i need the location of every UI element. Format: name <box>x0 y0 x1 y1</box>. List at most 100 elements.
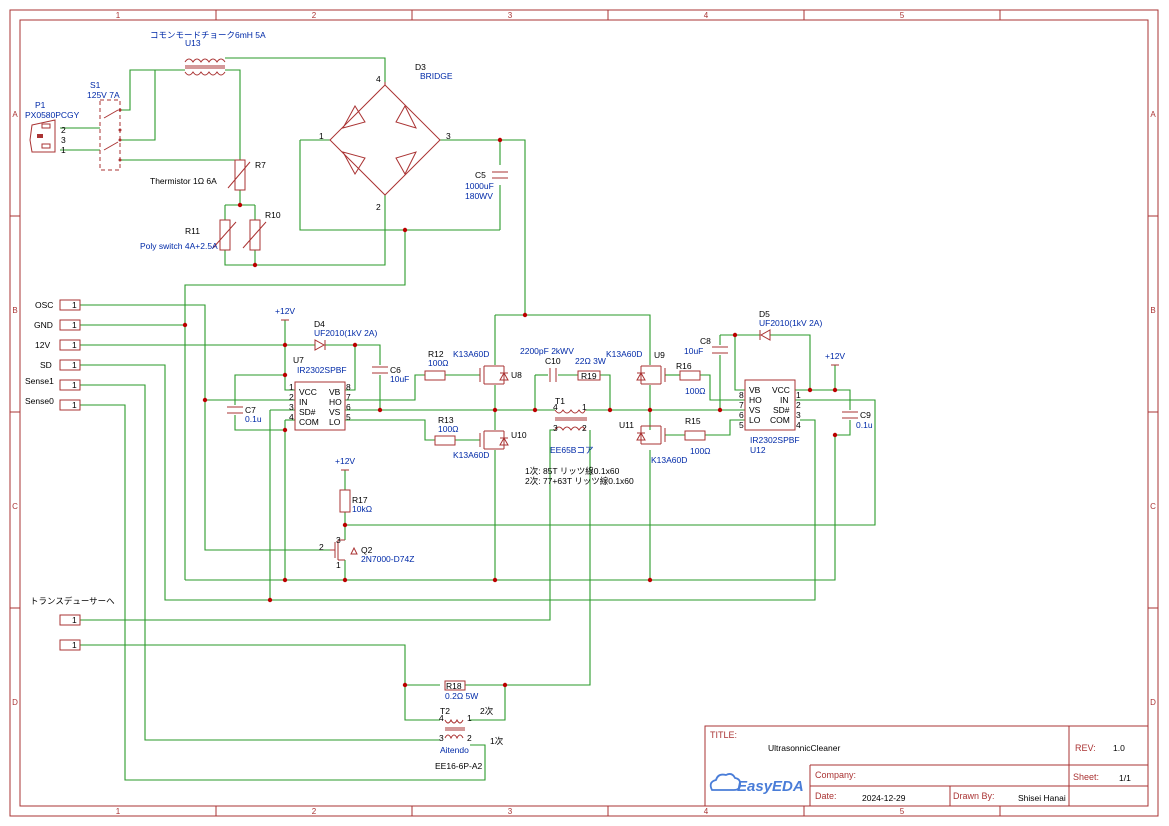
common-mode-choke-u13[interactable]: U13 コモンモードチョーク6mH 5A <box>150 30 266 76</box>
sheet-label: Sheet: <box>1073 772 1099 782</box>
connector-pin: 1 <box>72 640 77 650</box>
r15-value: 100Ω <box>690 446 711 456</box>
capacitor-c7[interactable]: C7 0.1u <box>227 405 262 424</box>
u12-pin-num: 4 <box>796 420 801 430</box>
u7-ref: U7 <box>293 355 304 365</box>
frame-col-label: 3 <box>508 11 513 20</box>
title-block: TITLE: UltrasonnicCleaner REV: 1.0 Compa… <box>704 725 1149 807</box>
power-symbols: +12V +12V +12V <box>275 306 845 471</box>
mosfet-u10[interactable]: U10 K13A60D <box>453 430 527 460</box>
polyswitch-r11[interactable]: R11 Poly switch 4A+2.5A <box>140 219 237 251</box>
capacitor-c6[interactable]: C6 10uF <box>372 365 409 384</box>
t1-value: EE65Bコア <box>550 445 593 455</box>
frame-row-label: C <box>1150 502 1156 511</box>
t2-pin: 2 <box>467 733 472 743</box>
transistor-q2[interactable]: Q2 2N7000-D74Z 2 3 1 <box>319 535 414 570</box>
u12-pin-num: 6 <box>739 410 744 420</box>
sheet-value: 1/1 <box>1119 773 1131 783</box>
resistor-r18[interactable]: R18 0.2Ω 5W <box>444 680 478 701</box>
frame-row-label: D <box>1150 698 1156 707</box>
r16-ref: R16 <box>676 361 692 371</box>
mosfet-u9[interactable]: U9 K13A60D <box>606 349 666 385</box>
capacitor-c10[interactable]: C10 2200pF 2kWV <box>520 346 574 382</box>
t2-value: Aitendo <box>440 745 469 755</box>
frame-col-label: 1 <box>116 11 121 20</box>
connector-label: 12V <box>35 340 50 350</box>
polyswitch-r10[interactable]: R10 <box>242 210 281 251</box>
frame-row-label: D <box>12 698 18 707</box>
diode-d4[interactable]: D4 UF2010(1kV 2A) <box>314 319 377 351</box>
transformer-t2[interactable]: T2 Aitendo EE16-6P-A2 4 1 3 2 2次 1次 <box>435 706 504 771</box>
capacitor-c9[interactable]: C9 0.1u <box>842 410 873 430</box>
u7-pin-name: HO <box>329 397 342 407</box>
gate-driver-u12[interactable]: IR2302SPBF U12 VB HO VS LO VCC IN SD# CO… <box>739 379 801 455</box>
easyeda-logo: EasyEDA <box>709 773 804 795</box>
frame-row-label: C <box>12 502 18 511</box>
connectors[interactable]: OSC GND 12V SD Sense1 Sense0 1 1 1 1 1 1… <box>25 299 115 651</box>
date-label: Date: <box>815 791 837 801</box>
connector-pin: 1 <box>72 380 77 390</box>
p1-pin: 1 <box>61 145 66 155</box>
c10-ref: C10 <box>545 356 561 366</box>
r13-value: 100Ω <box>438 424 459 434</box>
frame-col-label: 4 <box>704 807 709 816</box>
c7-value: 0.1u <box>245 414 262 424</box>
thermistor-r7[interactable]: R7 Thermistor 1Ω 6A <box>150 159 266 191</box>
q2-pin: 1 <box>336 560 341 570</box>
c5-voltage: 180WV <box>465 191 493 201</box>
resistor-r12[interactable]: R12 100Ω <box>424 349 449 381</box>
c9-ref: C9 <box>860 410 871 420</box>
c5-value: 1000uF <box>465 181 494 191</box>
switch-s1[interactable]: S1 125V 7A <box>87 80 122 171</box>
u12-pin-num: 2 <box>796 400 801 410</box>
r17-value: 10kΩ <box>352 504 372 514</box>
gate-driver-u7[interactable]: U7 IR2302SPBF VCC IN SD# COM VB HO VS LO… <box>289 355 351 431</box>
mosfet-u11[interactable]: U11 K13A60D <box>619 420 687 465</box>
u12-pin-name: LO <box>749 415 761 425</box>
p1-ref: P1 <box>35 100 46 110</box>
resistor-r13[interactable]: R13 100Ω <box>434 415 459 446</box>
frame-col-label: 5 <box>900 11 905 20</box>
frame-row-label: B <box>1150 306 1155 315</box>
s1-ref: S1 <box>90 80 101 90</box>
capacitor-c5[interactable]: C5 1000uF 180WV <box>465 170 508 201</box>
frame-row-label: A <box>1150 110 1156 119</box>
connector-pin: 1 <box>72 300 77 310</box>
c7-ref: C7 <box>245 405 256 415</box>
capacitor-c8[interactable]: C8 10uF <box>684 336 728 356</box>
u12-pin-num: 5 <box>739 420 744 430</box>
u7-pin-name: IN <box>299 397 308 407</box>
s1-value: 125V 7A <box>87 90 120 100</box>
u7-pin-num: 7 <box>346 392 351 402</box>
resistor-r16[interactable]: R16 100Ω <box>676 361 706 396</box>
u10-ref: U10 <box>511 430 527 440</box>
mosfet-u8[interactable]: U8 K13A60D <box>453 349 522 385</box>
connector-label: Sense0 <box>25 396 54 406</box>
u8-ref: U8 <box>511 370 522 380</box>
r19-value: 22Ω 3W <box>575 356 606 366</box>
u13-value: コモンモードチョーク6mH 5A <box>150 30 266 40</box>
d3-value: BRIDGE <box>420 71 453 81</box>
q2-value: 2N7000-D74Z <box>361 554 414 564</box>
frame-col-label: 5 <box>900 807 905 816</box>
resistor-r17[interactable]: R17 10kΩ <box>339 489 372 514</box>
r19-ref: R19 <box>581 371 597 381</box>
u7-pin-name: VS <box>329 407 341 417</box>
connector-label: OSC <box>35 300 53 310</box>
r11-value: Poly switch 4A+2.5A <box>140 241 218 251</box>
r11-ref: R11 <box>185 226 200 236</box>
u7-value: IR2302SPBF <box>297 365 347 375</box>
resistor-r19[interactable]: R19 22Ω 3W <box>575 356 606 381</box>
d4-value: UF2010(1kV 2A) <box>314 328 377 338</box>
d3-pin: 3 <box>446 131 451 141</box>
q2-pin: 2 <box>319 542 324 552</box>
u12-pin-name: VB <box>749 385 761 395</box>
frame-col-label: 4 <box>704 11 709 20</box>
resistor-r15[interactable]: R15 100Ω <box>684 416 711 456</box>
u13-ref: U13 <box>185 38 201 48</box>
bridge-rectifier-d3[interactable]: D3 BRIDGE 4 1 3 2 <box>319 62 453 212</box>
t1-pin: 1 <box>582 402 587 412</box>
transformer-t1[interactable]: T1 EE65Bコア 4 1 3 2 1次: 85T リッツ線0.1x60 2次… <box>525 396 634 486</box>
ac-inlet-p1[interactable]: P1 PX0580PCGY 2 3 1 <box>25 100 80 155</box>
diode-d5[interactable]: D5 UF2010(1kV 2A) <box>759 309 822 341</box>
